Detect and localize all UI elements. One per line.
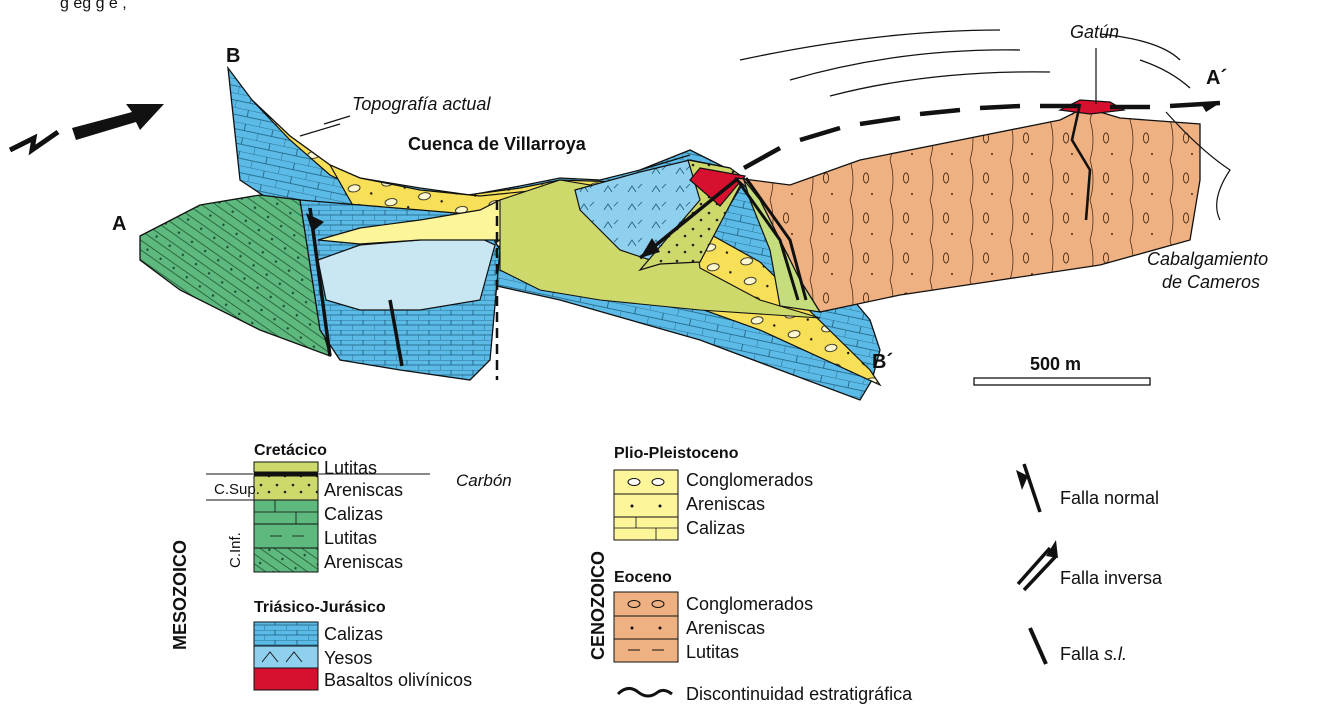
cretacico-item-2: Areniscas: [324, 480, 403, 500]
triasico-item-2: Yesos: [324, 648, 372, 668]
cretacico-title: Cretácico: [254, 442, 327, 459]
point-a-prime-label: A´: [1206, 67, 1227, 89]
point-a-label: A: [112, 213, 126, 235]
falla-normal-label: Falla normal: [1060, 488, 1159, 508]
point-b-label: B: [226, 45, 240, 67]
triasico-item-3: Basaltos olivínicos: [324, 670, 472, 690]
plio-legend-column: [614, 470, 678, 540]
triasico-item-1: Calizas: [324, 624, 383, 644]
point-b-prime-label: B´: [872, 351, 893, 373]
cretacico-legend-column: [254, 462, 318, 572]
cretacico-item-1: Lutitas: [324, 458, 377, 478]
mesozoico-era-label: MESOZOICO: [170, 540, 190, 650]
cabalgamiento-label-line1: Cabalgamiento: [1147, 249, 1268, 269]
eoceno-legend-column: [614, 592, 678, 662]
c-sup-label: C.Sup.: [214, 481, 260, 498]
cenozoico-era-label: CENOZOICO: [588, 551, 608, 660]
falla-sl-icon: [1030, 628, 1046, 664]
triasico-legend-column: [254, 622, 318, 690]
north-arrow-icon: [10, 104, 164, 150]
discontinuidad-icon: [618, 688, 672, 696]
header-fragment: g eg g e ,: [60, 0, 127, 12]
plio-item-1: Conglomerados: [686, 470, 813, 490]
falla-sl-italic: s.l.: [1104, 644, 1127, 664]
eoceno-item-2: Areniscas: [686, 618, 765, 638]
cretacico-item-5: Areniscas: [324, 552, 403, 572]
falla-inversa-icon: [1018, 540, 1058, 590]
eoceno-item-1: Conglomerados: [686, 594, 813, 614]
scale-bar: [974, 378, 1150, 385]
cuenca-label: Cuenca de Villarroya: [408, 134, 587, 154]
plio-pleistoceno-title: Plio-Pleistoceno: [614, 445, 739, 462]
falla-sl-prefix: Falla: [1060, 644, 1104, 664]
plio-item-3: Calizas: [686, 518, 745, 538]
eoceno-title: Eoceno: [614, 569, 672, 586]
cretacico-item-4: Lutitas: [324, 528, 377, 548]
triasico-title: Triásico-Jurásico: [254, 599, 386, 616]
plio-item-2: Areniscas: [686, 494, 765, 514]
cretacico-item-3: Calizas: [324, 504, 383, 524]
falla-inversa-label: Falla inversa: [1060, 568, 1163, 588]
discontinuidad-label: Discontinuidad estratigráfica: [686, 684, 913, 704]
c-inf-label: C.Inf.: [227, 532, 244, 568]
falla-normal-icon: [1016, 464, 1040, 512]
scale-bar-label: 500 m: [1030, 354, 1081, 374]
eoceno-item-3: Lutitas: [686, 642, 739, 662]
carbon-label: Carbón: [456, 471, 512, 490]
gatun-label: Gatún: [1070, 22, 1119, 42]
cabalgamiento-label-line2: de Cameros: [1162, 272, 1260, 292]
falla-sl-label: Falla s.l.: [1060, 644, 1127, 664]
topografia-label: Topografía actual: [352, 94, 491, 114]
